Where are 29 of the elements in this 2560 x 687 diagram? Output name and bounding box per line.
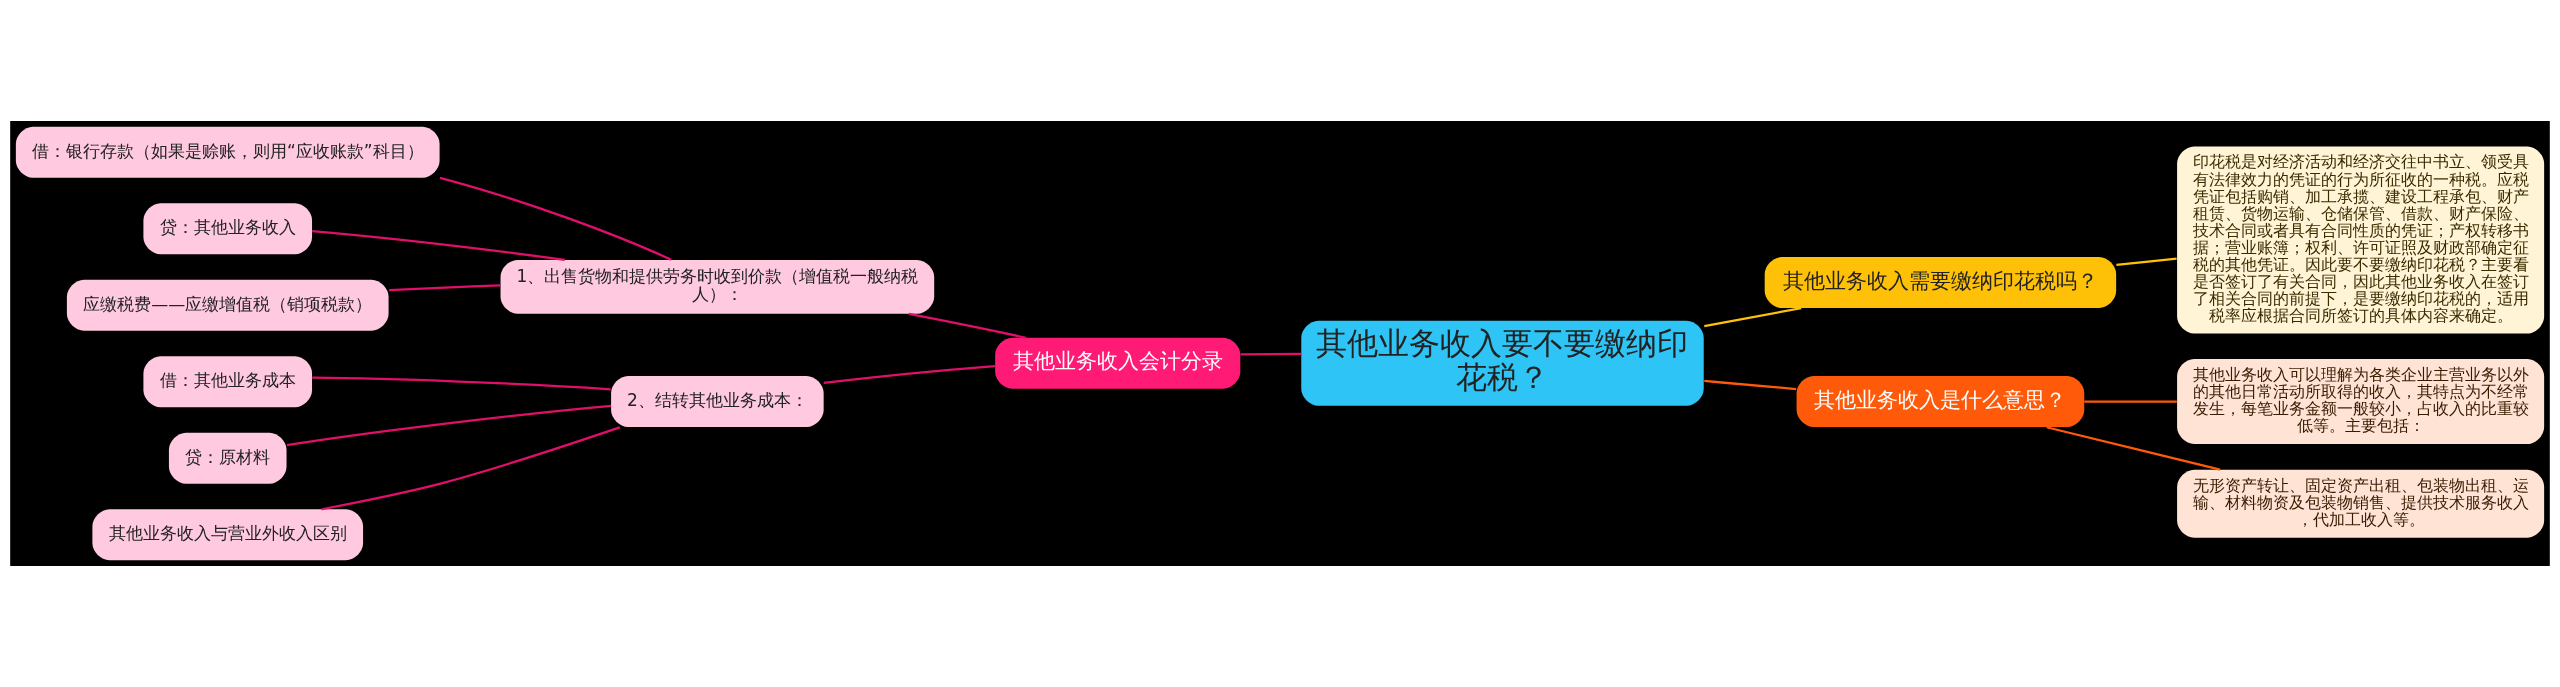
node-box: 印花税是对经济活动和经济交往中书立、领受具有法律效力的凭证的行为所征收的一种税。应税凭证包括购销、加工承揽、建设工程承包、财产租赁、货物运输、仓储保管、借款、财产保险、技术合同或者具有合同性质的凭证；产权转移书据；营业账簿；权利、许可证照及财政部确定征税的其他凭证。因此要不要缴纳印花税？主要看是否签订了有关合同，因此其他业务收入在签订了相关合同的前提下，是要缴纳印花税的，适用税率应根据合同所签订的具体内容来确定。 (2177, 146, 2545, 334)
connector (1704, 307, 1802, 328)
connector (1240, 352, 1302, 356)
node-box: 其他业务收入要不要缴纳印花税？ (1301, 320, 1704, 406)
connector (2046, 426, 2221, 471)
connector (1704, 379, 1797, 391)
node-box: 其他业务收入可以理解为各类企业主营业务以外的其他日常活动所取得的收入，其特点为不经常发生，每笔业务金额一般较小，占收入的比重较低等。主要包括： (2177, 359, 2545, 445)
node-box: 其他业务收入与营业外收入区别 (92, 509, 364, 561)
node-box: 1、出售货物和提供劳务时收到价款（增值税一般纳税人）： (500, 259, 935, 314)
connector (2084, 400, 2177, 403)
connector (389, 284, 501, 292)
connector (286, 404, 612, 447)
connector (312, 376, 611, 391)
node-box: 其他业务收入需要缴纳印花税吗？ (1764, 257, 2117, 309)
node-box: 其他业务收入会计分录 (995, 337, 1241, 389)
connector (823, 365, 995, 385)
node-box: 无形资产转让、固定资产出租、包装物出租、运输、材料物资及包装物销售、提供技术服务收入，代加工收入等。 (2177, 469, 2545, 538)
node-box: 其他业务收入是什么意思？ (1796, 376, 2085, 428)
node-box: 贷：其他业务收入 (143, 203, 313, 255)
connector (439, 176, 672, 261)
connector (908, 312, 1027, 339)
node-box: 借：其他业务成本 (143, 356, 313, 408)
node-box: 贷：原材料 (168, 432, 287, 484)
connector (2116, 257, 2177, 266)
node-box: 借：银行存款（如果是赊账，则用“应收账款”科目） (15, 126, 440, 178)
node-box: 2、结转其他业务成本： (611, 376, 824, 428)
connector (312, 230, 565, 261)
connector (321, 426, 621, 511)
node-box: 应缴税费——应缴增值税（销项税款） (66, 279, 389, 331)
